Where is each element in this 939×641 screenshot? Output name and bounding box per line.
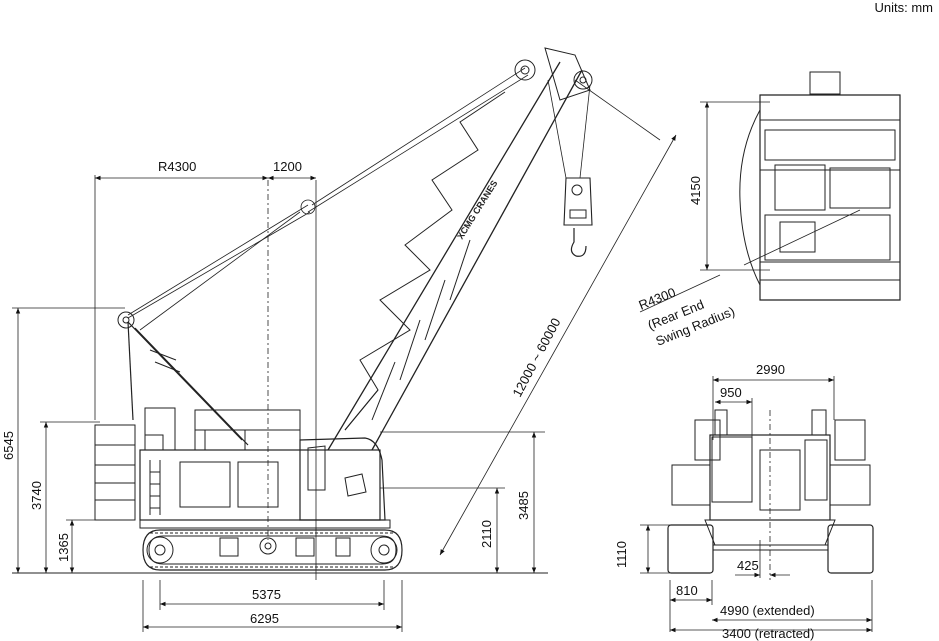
width-extended-label: 4990 (extended) xyxy=(720,603,815,618)
operator-cab xyxy=(299,437,386,521)
side-dimensions xyxy=(12,134,677,632)
hook-block xyxy=(563,177,593,257)
width-retracted-label: 3400 (retracted) xyxy=(722,626,815,641)
track-height-label: 1110 xyxy=(614,541,629,568)
tail-radius-label: R4300 xyxy=(158,159,196,174)
gantry xyxy=(117,311,249,446)
overall-height-label: 6545 xyxy=(1,431,16,460)
boom-foot-height-label: 2110 xyxy=(479,520,494,548)
upper-width-label: 2990 xyxy=(756,362,785,377)
shoe-width-label: 810 xyxy=(676,583,698,598)
offset-label: 1200 xyxy=(273,159,302,174)
boom xyxy=(327,47,593,451)
ground-clearance-label: 425 xyxy=(737,558,759,573)
rear-length-label: 4150 xyxy=(688,176,703,205)
superstructure xyxy=(139,407,391,529)
tumbler-distance-label: 5375 xyxy=(252,587,281,602)
boom-length-label: 12000 ~ 60000 xyxy=(509,315,563,399)
top-view xyxy=(639,71,901,313)
units-label: Units: mm xyxy=(874,0,934,15)
crawler-length-label: 6295 xyxy=(250,611,279,626)
gantry-height-label: 3740 xyxy=(29,481,44,510)
rear-view xyxy=(640,376,874,633)
side-view: XCMG CRANES xyxy=(12,47,677,632)
counterweight-clearance-label: 1365 xyxy=(56,533,71,562)
wire-ropes xyxy=(127,67,661,331)
counterweight xyxy=(94,424,136,521)
cab-width-label: 950 xyxy=(720,385,742,400)
cab-height-label: 3485 xyxy=(516,491,531,520)
crawler-track xyxy=(142,529,403,571)
